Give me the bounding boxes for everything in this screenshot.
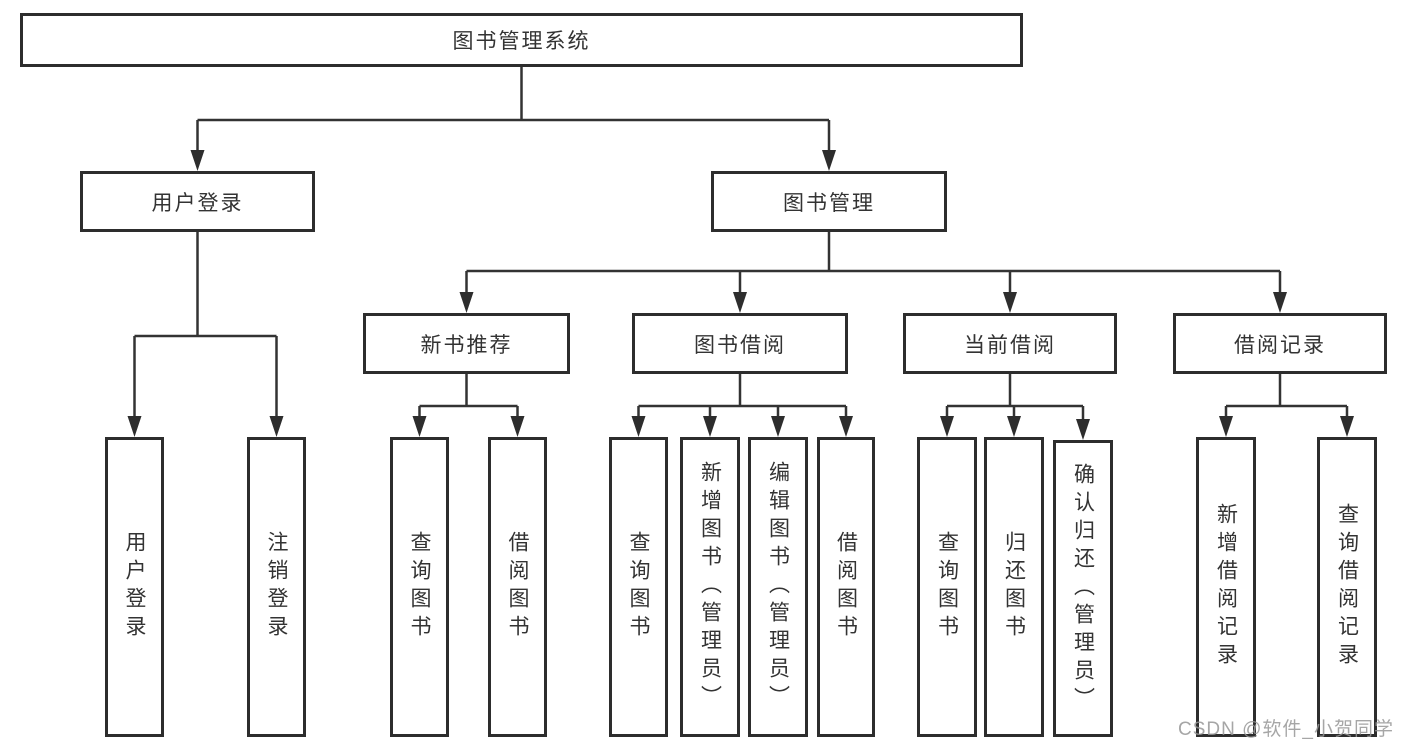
connector-borrow-records — [1224, 374, 1349, 420]
node-current-borrowing: 当前借阅 — [903, 313, 1117, 374]
node-query-books-1: 查询图书 — [390, 437, 449, 737]
arrowheads — [127, 150, 1354, 440]
node-logout: 注销登录 — [247, 437, 306, 737]
node-new-book-recommendation: 新书推荐 — [363, 313, 570, 374]
node-query-books-2: 查询图书 — [609, 437, 668, 737]
csdn-watermark: CSDN @软件_小贺同学 — [1178, 719, 1394, 740]
node-user-login-leaf: 用户登录 — [105, 437, 164, 737]
connector-new-book-rec — [418, 374, 519, 420]
node-add-books-admin: 新增图书（管理员） — [680, 437, 740, 737]
node-edit-books-admin: 编辑图书（管理员） — [748, 437, 808, 737]
node-add-borrow-record: 新增借阅记录 — [1196, 437, 1256, 737]
connector-current-borrow — [945, 374, 1085, 423]
node-book-borrowing: 图书借阅 — [632, 313, 848, 374]
node-borrow-books-1: 借阅图书 — [488, 437, 547, 737]
node-return-books: 归还图书 — [984, 437, 1044, 737]
node-borrowing-records: 借阅记录 — [1173, 313, 1387, 374]
connector-book-borrow — [637, 374, 848, 420]
node-query-books-3: 查询图书 — [917, 437, 977, 737]
node-borrow-books-2: 借阅图书 — [817, 437, 875, 737]
node-confirm-return-admin: 确认归还（管理员） — [1053, 440, 1113, 737]
node-library-system: 图书管理系统 — [20, 13, 1023, 67]
node-query-borrow-record: 查询借阅记录 — [1317, 437, 1377, 737]
connector-root — [196, 67, 831, 155]
connector-book-mgmt — [465, 232, 1282, 296]
node-user-login: 用户登录 — [80, 171, 315, 232]
node-book-management: 图书管理 — [711, 171, 947, 232]
connector-user-login — [133, 232, 278, 420]
